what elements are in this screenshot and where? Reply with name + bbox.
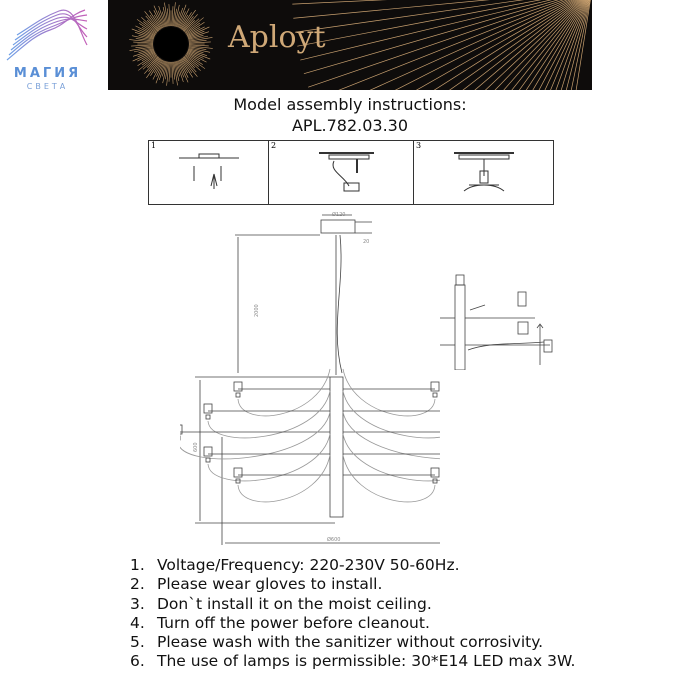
step-2-drawing <box>319 152 374 192</box>
instruction-item: 1. Voltage/Frequency: 220-230V 50-60Hz. <box>130 556 575 575</box>
canopy-diameter-label: Ø120 <box>332 211 345 218</box>
brand-name: Aployt <box>228 20 326 55</box>
instruction-item: 5. Please wash with the sanitizer without… <box>130 633 575 652</box>
instruction-number: 4. <box>130 613 145 632</box>
step-panel-1: 1 <box>148 140 269 205</box>
instruction-text: Turn off the power before cleanout. <box>157 613 430 632</box>
instruction-item: 3. Don`t install it on the moist ceiling. <box>130 595 575 614</box>
brand-banner <box>108 0 592 90</box>
chandelier-dimension-drawing: Ø120 20 2000 600 Ø600 <box>180 211 440 545</box>
instruction-text: Don`t install it on the moist ceiling. <box>157 594 432 613</box>
body-diameter-label: Ø600 <box>327 536 340 543</box>
instruction-number: 6. <box>130 652 145 671</box>
magiya-sveta-logo <box>6 9 88 61</box>
instruction-number: 2. <box>130 575 145 594</box>
instruction-number: 3. <box>130 594 145 613</box>
step-1-drawing <box>179 153 239 189</box>
instruction-text: The use of lamps is permissible: 30*E14 … <box>157 652 576 671</box>
instruction-text: Voltage/Frequency: 220-230V 50-60Hz. <box>157 556 460 574</box>
step-panel-3: 3 <box>413 140 554 205</box>
logo-subtitle: СВЕТА <box>26 82 69 91</box>
instruction-number: 5. <box>130 633 145 652</box>
step-number: 3 <box>416 141 422 150</box>
canopy-height-label: 20 <box>363 239 369 245</box>
instruction-item: 2. Please wear gloves to install. <box>130 575 575 594</box>
step-panel-2: 2 <box>268 140 414 205</box>
step-number: 1 <box>151 141 157 150</box>
instruction-number: 1. <box>130 556 145 574</box>
instruction-item: 6. The use of lamps is permissible: 30*E1… <box>130 652 575 671</box>
logo-name: МАГИЯ <box>13 66 82 81</box>
body-height-label: 600 <box>193 442 199 452</box>
model-number: APL.782.03.30 <box>291 116 409 135</box>
doc-title: Model assembly instructions: <box>233 95 467 114</box>
instruction-text: Please wear gloves to install. <box>157 575 383 594</box>
cable-length-label: 2000 <box>254 304 260 317</box>
sunburst-graphic <box>129 0 591 90</box>
instruction-item: 4. Turn off the power before cleanout. <box>130 614 575 633</box>
step-3-drawing <box>454 152 514 192</box>
instructions-list: 1.Voltage/Frequency: 220-230V 50-60Hz.2.… <box>130 556 575 672</box>
step-number: 2 <box>271 141 277 150</box>
detail-drawing <box>440 274 553 370</box>
instruction-text: Please wash with the sanitizer without c… <box>157 633 544 652</box>
